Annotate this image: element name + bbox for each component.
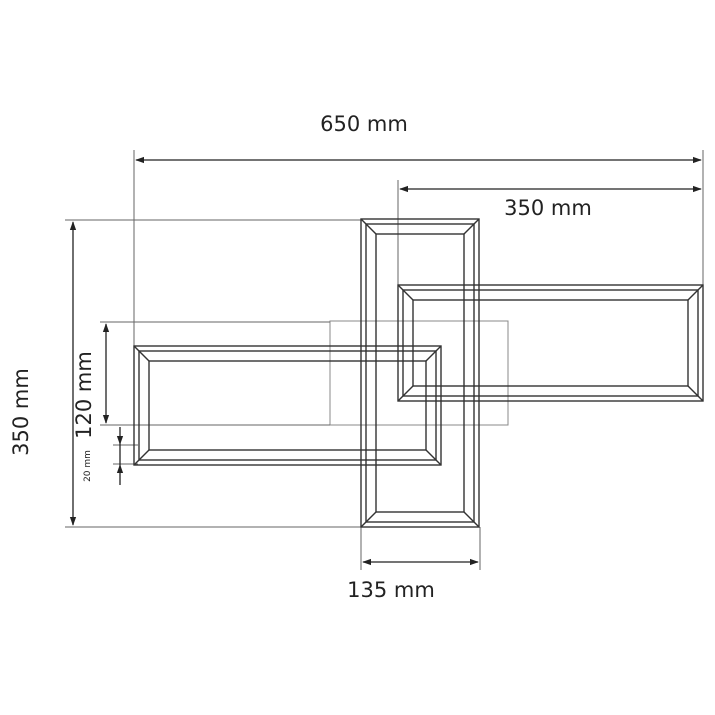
label-total-width: 650 mm [320,112,408,136]
dimension-lines [69,156,702,566]
label-bottom-width: 135 mm [347,578,435,602]
label-total-height: 350 mm [9,368,33,456]
label-right-width: 350 mm [504,196,592,220]
extension-lines [65,150,704,570]
right-frame [397,284,704,402]
label-frame-height: 120 mm [72,351,96,439]
vertical-frame [360,218,480,528]
mounting-plate-outline [329,320,509,426]
label-frame-depth: 20 mm [83,450,93,482]
left-frame [133,345,442,466]
